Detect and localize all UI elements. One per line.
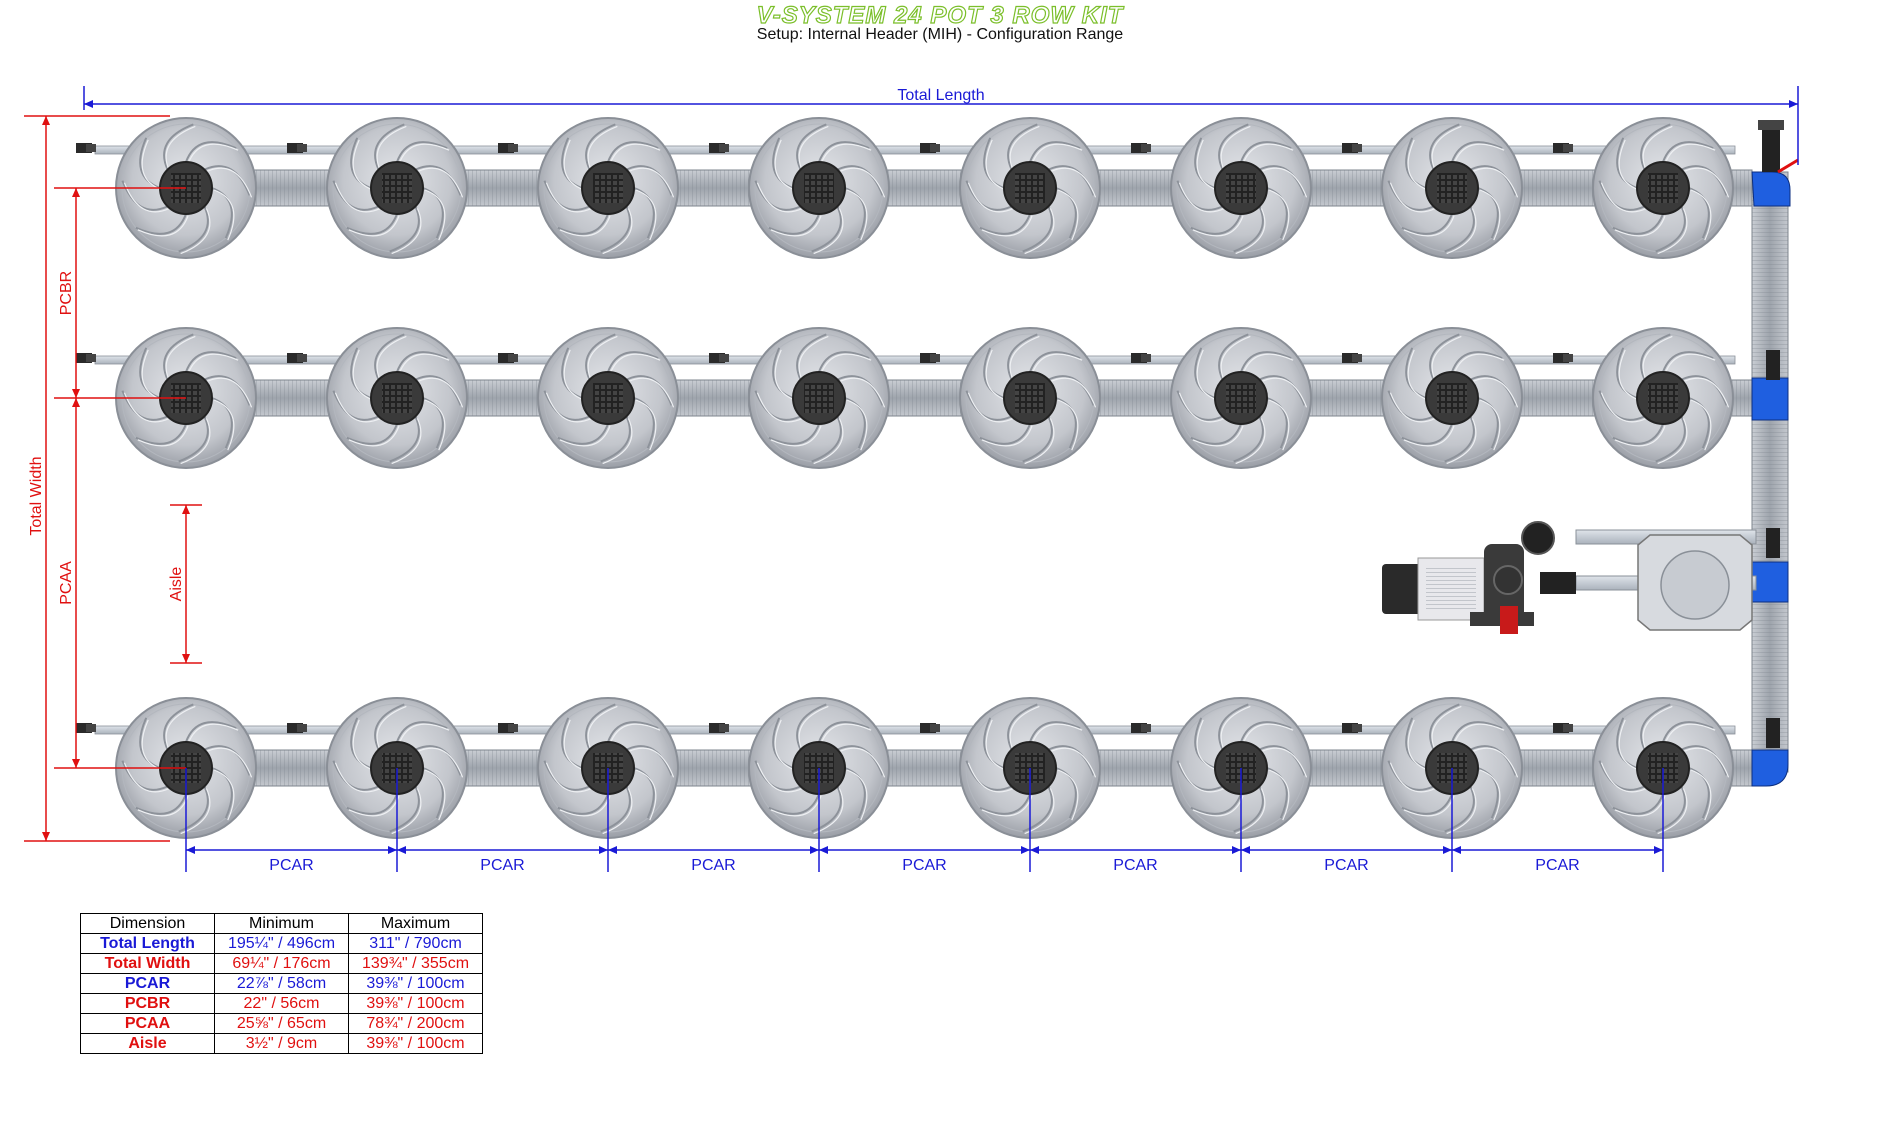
row-label: Aisle <box>80 1033 215 1054</box>
row-label: PCBR <box>80 993 215 1014</box>
row-label: Total Length <box>80 933 215 954</box>
total-length-label: Total Length <box>897 87 984 104</box>
total-length-dimension <box>84 100 1798 108</box>
valve-bottom <box>1493 565 1523 595</box>
pcar-dimension <box>819 846 1030 854</box>
row-min: 22⅞" / 58cm <box>214 973 349 994</box>
header-maximum: Maximum <box>348 913 483 934</box>
table-header-row: Dimension Minimum Maximum <box>80 913 483 934</box>
pcar-label: PCAR <box>1535 857 1579 874</box>
row-max: 139¾" / 355cm <box>348 953 483 974</box>
pcbr-label: PCBR <box>58 271 75 315</box>
table-row: PCAR 22⅞" / 58cm 39⅜" / 100cm <box>80 973 483 994</box>
diagram-title: V-SYSTEM 24 POT 3 ROW KIT <box>756 1 1124 29</box>
pcar-dimension <box>1452 846 1663 854</box>
blue-elbow-top <box>1751 171 1791 207</box>
pot <box>1553 327 1734 469</box>
pot <box>709 117 890 259</box>
table-row: Total Length 195¼" / 496cm 311" / 790cm <box>80 933 483 954</box>
table-row: Aisle 3½" / 9cm 39⅜" / 100cm <box>80 1033 483 1054</box>
row-max: 311" / 790cm <box>348 933 483 954</box>
pcar-dimension <box>608 846 819 854</box>
pump-assembly <box>1382 521 1757 634</box>
row-min: 69¼" / 176cm <box>214 953 349 974</box>
header-minimum: Minimum <box>214 913 349 934</box>
pot <box>498 327 679 469</box>
total-width-label: Total Width <box>28 456 45 535</box>
pot <box>920 117 1101 259</box>
pot <box>1131 117 1312 259</box>
row-min: 25⅝" / 65cm <box>214 1013 349 1034</box>
aisle-label: Aisle <box>168 567 185 602</box>
aisle-dimension <box>182 505 190 663</box>
row-max: 39⅜" / 100cm <box>348 973 483 994</box>
pcar-label: PCAR <box>1324 857 1368 874</box>
row-max: 39⅜" / 100cm <box>348 1033 483 1054</box>
row-label: Total Width <box>80 953 215 974</box>
row-label: PCAA <box>80 1013 215 1034</box>
pcar-label: PCAR <box>1113 857 1157 874</box>
dimension-table: Dimension Minimum Maximum Total Length 1… <box>80 913 483 1054</box>
pcar-dimension <box>186 846 397 854</box>
pot <box>1131 327 1312 469</box>
blue-elbow-bottom <box>1751 749 1789 787</box>
pot <box>1342 117 1523 259</box>
blue-tee-middle <box>1751 377 1789 421</box>
blue-tee-pump <box>1751 561 1789 603</box>
pot <box>498 117 679 259</box>
pcar-label: PCAR <box>902 857 946 874</box>
header-dimension: Dimension <box>80 913 215 934</box>
row-min: 3½" / 9cm <box>214 1033 349 1054</box>
row-max: 78¾" / 200cm <box>348 1013 483 1034</box>
table-row: Total Width 69¼" / 176cm 139¾" / 355cm <box>80 953 483 974</box>
pcaa-label: PCAA <box>58 561 75 605</box>
pot <box>1553 117 1734 259</box>
pot <box>920 327 1101 469</box>
row-min: 22" / 56cm <box>214 993 349 1014</box>
pot <box>1342 327 1523 469</box>
pump-motor <box>1382 564 1422 614</box>
pcar-dimension <box>1241 846 1452 854</box>
diagram-subtitle: Setup: Internal Header (MIH) - Configura… <box>756 26 1124 43</box>
row-label: PCAR <box>80 973 215 994</box>
pcar-dimension <box>397 846 608 854</box>
pcar-label: PCAR <box>269 857 313 874</box>
pot <box>287 117 468 259</box>
row-min: 195¼" / 496cm <box>214 933 349 954</box>
pot <box>709 327 890 469</box>
valve-top <box>1521 521 1555 555</box>
pcar-label: PCAR <box>480 857 524 874</box>
pcar-dimension <box>1030 846 1241 854</box>
pcar-label: PCAR <box>691 857 735 874</box>
pcaa-dimension <box>72 398 80 768</box>
row-max: 39⅜" / 100cm <box>348 993 483 1014</box>
table-row: PCAA 25⅝" / 65cm 78¾" / 200cm <box>80 1013 483 1034</box>
total-width-dimension <box>42 116 50 841</box>
pot <box>287 327 468 469</box>
pcbr-dimension <box>72 188 80 398</box>
table-row: PCBR 22" / 56cm 39⅜" / 100cm <box>80 993 483 1014</box>
